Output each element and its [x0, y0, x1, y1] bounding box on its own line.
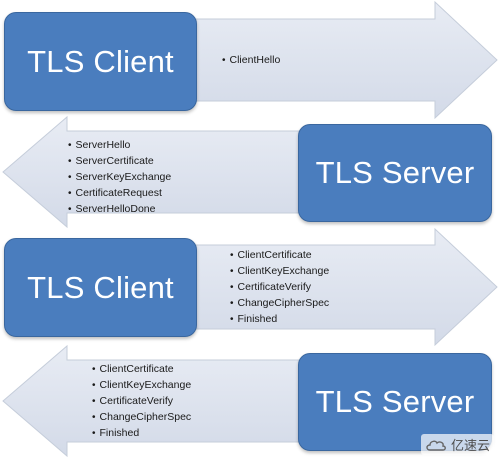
- message-item: ClientHello: [222, 52, 281, 68]
- message-item: ServerCertificate: [68, 153, 171, 169]
- message-list-step-2: ServerHello ServerCertificate ServerKeyE…: [68, 137, 172, 217]
- message-item: Finished: [230, 311, 329, 327]
- message-item: CertificateVerify: [230, 279, 329, 295]
- message-item: ChangeCipherSpec: [230, 295, 330, 311]
- message-item: ServerHelloDone: [68, 201, 171, 217]
- message-item: ServerKeyExchange: [68, 169, 172, 185]
- message-list-step-4: ClientCertificate ClientKeyExchange Cert…: [92, 361, 192, 441]
- message-list-step-1: ClientHello: [222, 52, 281, 68]
- message-item: ChangeCipherSpec: [92, 409, 192, 425]
- message-item: CertificateRequest: [68, 185, 171, 201]
- arrow-right-client-to-server-1: [149, 0, 498, 120]
- tls-client-box-1: TLS Client: [4, 12, 197, 111]
- message-item: ClientKeyExchange: [230, 263, 330, 279]
- message-item: ClientCertificate: [92, 361, 191, 377]
- message-list-step-3: ClientCertificate ClientKeyExchange Cert…: [230, 247, 330, 327]
- watermark-text: 亿速云: [450, 439, 490, 454]
- message-item: ServerHello: [68, 137, 171, 153]
- message-item: Finished: [92, 425, 191, 441]
- message-item: ClientCertificate: [230, 247, 329, 263]
- tls-client-box-2: TLS Client: [4, 238, 197, 337]
- watermark: 亿速云: [420, 434, 494, 455]
- message-item: CertificateVerify: [92, 393, 191, 409]
- message-item: ClientKeyExchange: [92, 377, 192, 393]
- tls-server-box-1: TLS Server: [298, 124, 492, 222]
- cloud-logo-icon: [426, 440, 446, 451]
